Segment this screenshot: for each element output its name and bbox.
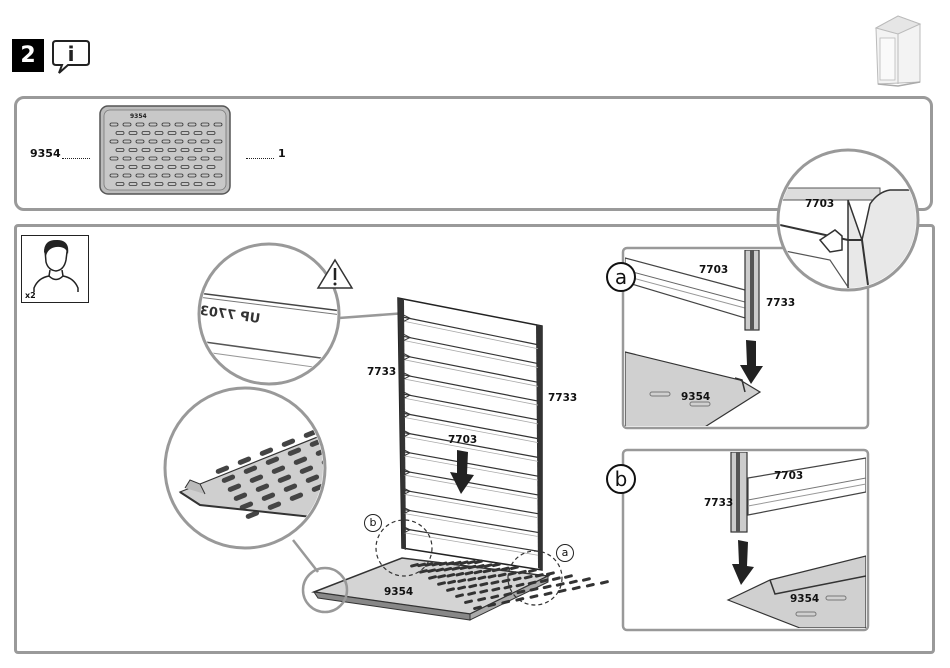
detail-b-label-side: 7733	[704, 497, 733, 509]
floor-detail-circle	[165, 388, 370, 572]
callout-a: a	[556, 544, 574, 562]
floor-panel-9354	[314, 558, 609, 620]
detail-a-label-floor: 9354	[681, 391, 710, 403]
panel-center-label: 7703	[448, 434, 477, 446]
detail-a-label-side: 7733	[766, 297, 795, 309]
detail-b-label-top: 7703	[774, 470, 803, 482]
callout-b: b	[364, 514, 382, 532]
panel-label-right: 7733	[548, 392, 577, 404]
inset-label: 7703	[805, 198, 834, 210]
detail-b-panel	[623, 450, 868, 630]
detail-a-letter: a	[606, 262, 636, 292]
panel-label-left: 7733	[367, 366, 396, 378]
stamp-detail-circle: UP 7703	[190, 244, 428, 384]
detail-b-letter: b	[606, 464, 636, 494]
floor-label: 9354	[384, 586, 413, 598]
detail-a-label-top: 7703	[699, 264, 728, 276]
detail-b-label-floor: 9354	[790, 593, 819, 605]
